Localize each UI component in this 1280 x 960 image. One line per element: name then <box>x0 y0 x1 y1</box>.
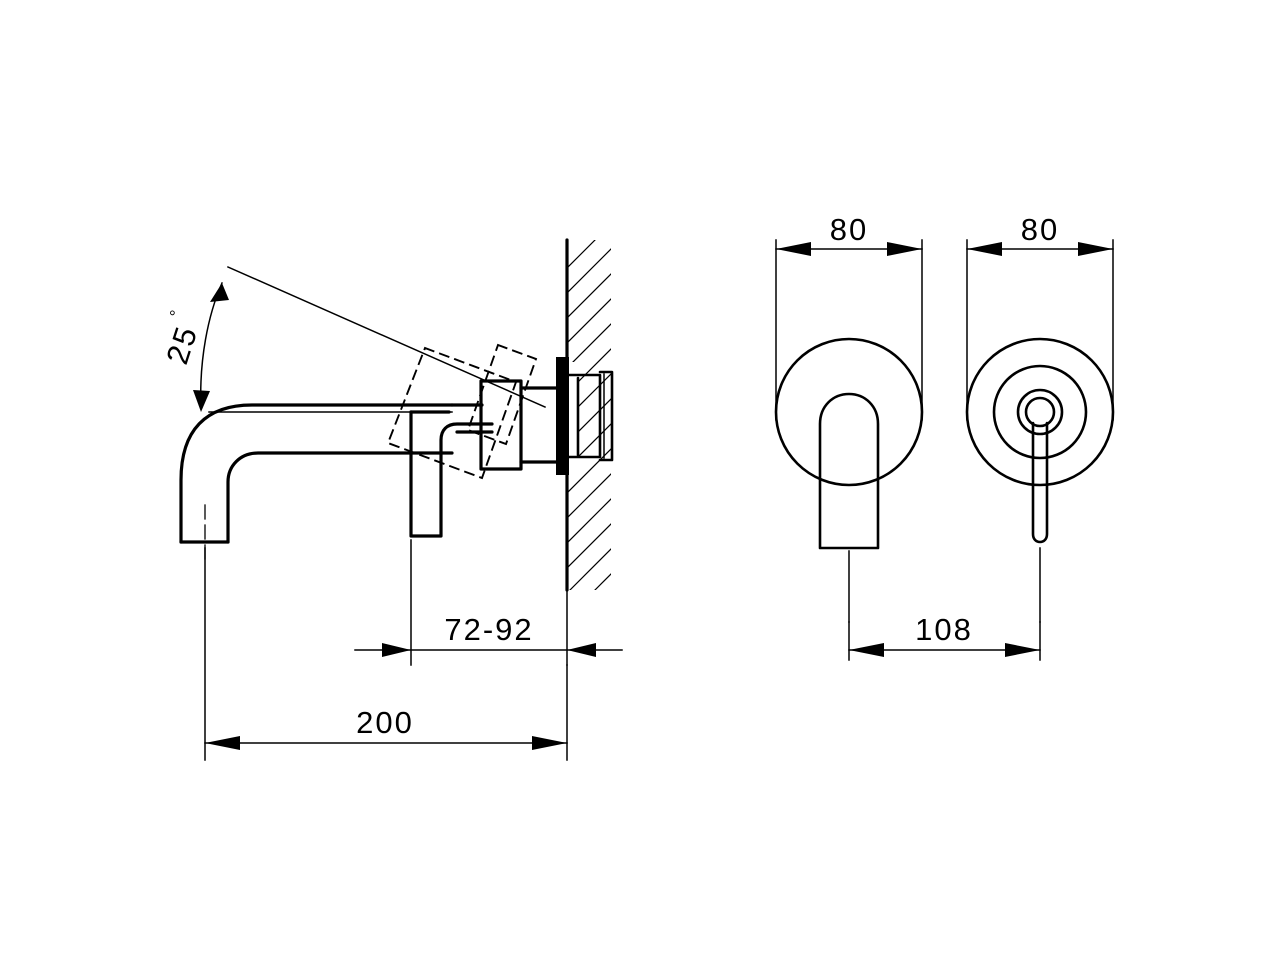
wall-flange-solid <box>556 357 569 475</box>
collar-cap <box>598 370 614 462</box>
dimension-200: 200 <box>204 547 568 761</box>
angle-arrow-top <box>210 283 229 302</box>
dim-arrow-80-left-b <box>887 242 922 256</box>
dim-label-80-right: 80 <box>1021 212 1059 247</box>
lever-rotated-ghost <box>386 343 538 480</box>
right-hub-inner <box>1024 396 1056 428</box>
angle-dimension-group: 25 ° <box>159 266 546 413</box>
angle-label-group: 25 ° <box>159 306 204 368</box>
dim-arrow-108-right <box>1005 643 1040 657</box>
angle-arrow-bottom <box>193 390 210 412</box>
dim-arrow-72-92-right <box>567 643 596 657</box>
mixer-body-side <box>409 357 614 538</box>
cartridge-block <box>479 379 523 471</box>
spout-outer-contour <box>179 403 454 544</box>
ghost-lever-outline-2 <box>466 343 538 446</box>
dim-arrow-108-left <box>849 643 884 657</box>
right-hub-outer <box>1016 388 1064 436</box>
degree-symbol: ° <box>166 306 187 320</box>
dimension-108: 108 <box>848 612 1041 661</box>
ghost-lever-outline-1 <box>386 346 518 480</box>
dim-arrow-200-right <box>532 736 567 750</box>
lever-arm-outline <box>409 410 494 538</box>
dim-arrow-80-left-a <box>776 242 811 256</box>
dim-label-200: 200 <box>356 705 414 740</box>
dim-arrow-200-left <box>205 736 240 750</box>
left-escutcheon-circle <box>774 337 924 487</box>
angle-value-label: 25 <box>159 321 204 368</box>
right-middle-ring <box>992 364 1088 460</box>
front-view-right: 80 <box>965 212 1115 623</box>
spout-inner-contour <box>226 451 454 544</box>
dim-label-80-left: 80 <box>830 212 868 247</box>
dim-label-72-92: 72-92 <box>444 612 533 647</box>
right-lever-stem <box>1031 421 1049 544</box>
collar-outer <box>567 373 602 459</box>
dim-arrow-80-right-b <box>1078 242 1113 256</box>
dimension-72-92: 72-92 <box>354 539 623 666</box>
dim-label-108: 108 <box>915 612 973 647</box>
left-spout-front-profile <box>818 392 880 550</box>
angle-inclined-line <box>227 266 546 408</box>
dim-arrow-72-92-left <box>382 643 411 657</box>
dimension-80-left: 80 <box>775 212 923 421</box>
dimension-80-right: 80 <box>966 212 1114 421</box>
right-escutcheon-circle <box>965 337 1115 487</box>
dim-arrow-80-right-a <box>967 242 1002 256</box>
front-view-left: 80 <box>774 212 924 623</box>
